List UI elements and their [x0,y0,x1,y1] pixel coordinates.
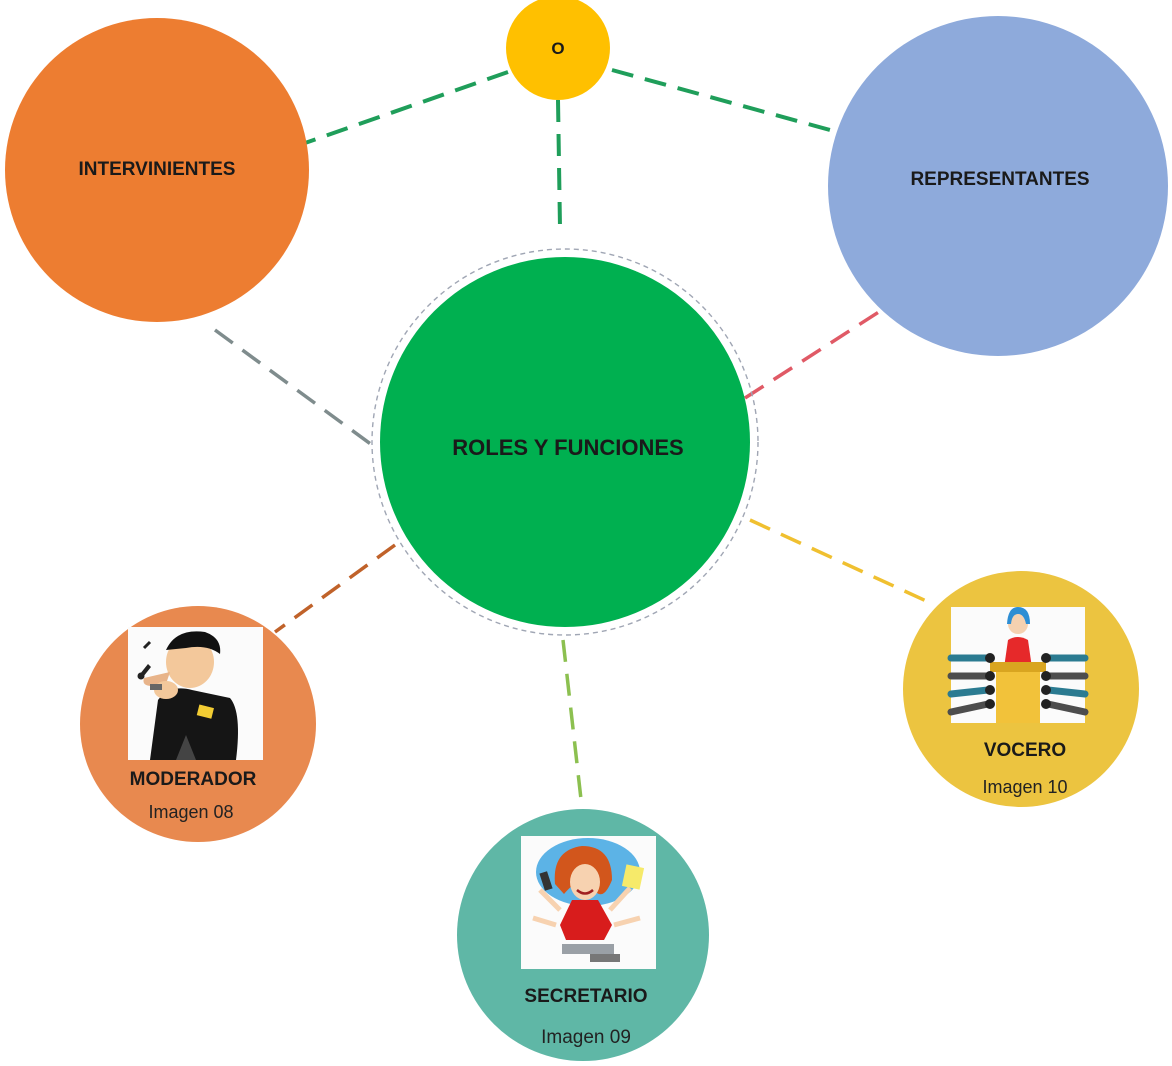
moderator-whistle-illustration-icon [128,627,263,760]
node-o: O [506,0,610,100]
node-representantes: REPRESENTANTES [828,16,1168,356]
node-vocero-caption: Imagen 10 [982,777,1067,797]
node-vocero-label: VOCERO [984,740,1066,761]
node-moderador: MODERADOR Imagen 08 [80,606,316,842]
node-center: ROLES Y FUNCIONES [371,248,759,636]
connectors [213,68,936,809]
multitasking-secretary-illustration-icon [521,836,656,969]
node-secretario-label: SECRETARIO [524,986,647,1007]
connector-o-representantes [611,68,831,132]
node-secretario-caption: Imagen 09 [541,1027,631,1048]
node-intervinientes: INTERVINIENTES [5,18,309,322]
connector-center-representantes [744,306,886,400]
node-o-circle [506,0,610,100]
node-center-label: ROLES Y FUNCIONES [452,435,683,460]
node-center-circle [380,257,750,627]
node-moderador-caption: Imagen 08 [148,802,233,822]
node-moderador-label: MODERADOR [130,769,257,790]
node-secretario: SECRETARIO Imagen 09 [457,809,709,1061]
connector-center-moderador [273,543,397,634]
node-vocero: VOCERO Imagen 10 [903,571,1139,807]
node-representantes-circle [828,16,1168,356]
node-o-label: O [551,39,564,58]
center-dashed-ring [371,248,759,636]
node-intervinientes-label: INTERVINIENTES [79,159,236,180]
connector-center-vocero [749,518,936,607]
spokesperson-podium-illustration-icon [947,607,1089,723]
node-intervinientes-circle [5,18,309,322]
node-representantes-label: REPRESENTANTES [910,169,1089,190]
connector-o-intervinientes [304,70,509,145]
connector-o-center [556,99,562,229]
connector-center-secretario [561,639,584,809]
connector-center-intervinientes [213,328,374,447]
